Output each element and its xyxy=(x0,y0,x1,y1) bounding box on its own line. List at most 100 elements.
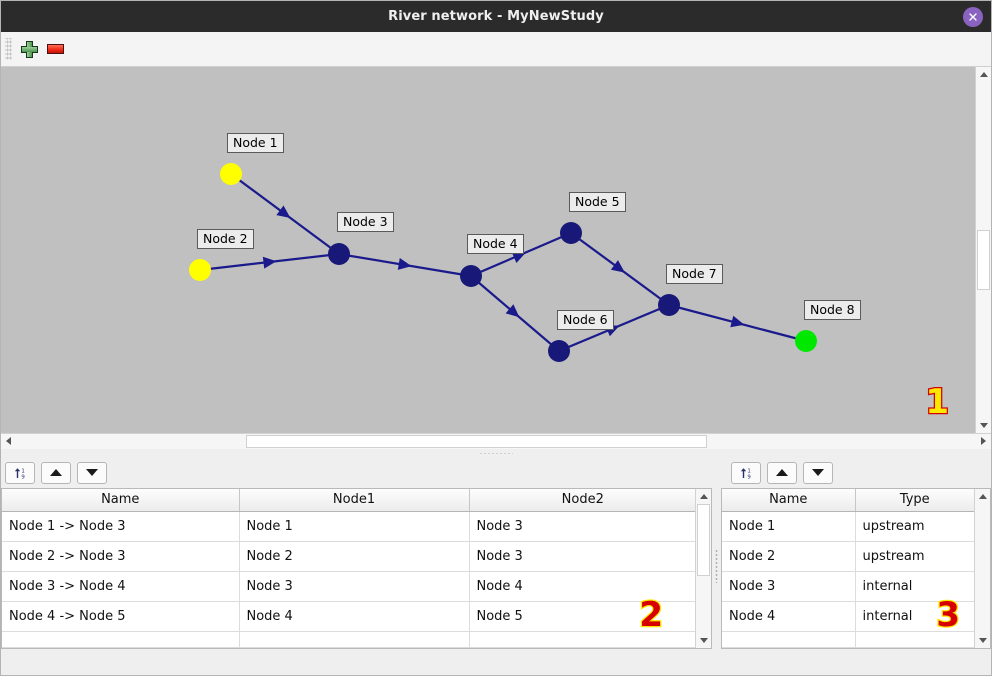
triangle-down-icon xyxy=(86,469,98,476)
toolbar-grip[interactable] xyxy=(5,38,12,60)
links-table-cell[interactable]: Node 4 xyxy=(469,571,695,602)
graph-vscroll-thumb[interactable] xyxy=(977,229,990,290)
nodes-table-cell[interactable]: upstream xyxy=(855,541,974,572)
horizontal-splitter[interactable] xyxy=(1,448,991,458)
links-move-down-button[interactable] xyxy=(77,461,107,484)
graph-node[interactable] xyxy=(220,163,242,185)
links-table-cell[interactable]: Node 4 xyxy=(239,601,470,632)
nodes-table-column-header[interactable]: Type xyxy=(855,488,974,512)
nodes-table-cell-empty[interactable] xyxy=(722,631,856,648)
nodes-table-cell-empty[interactable] xyxy=(855,631,974,648)
graph-node[interactable] xyxy=(460,265,482,287)
links-table-column-header[interactable]: Node2 xyxy=(469,488,695,512)
nodes-table-cell[interactable]: Node 4 xyxy=(722,601,856,632)
nodes-vertical-scrollbar[interactable] xyxy=(974,488,990,648)
links-sort-button[interactable]: 1 9 xyxy=(5,461,35,484)
graph-vertical-scrollbar[interactable] xyxy=(975,67,991,433)
links-table-cell[interactable]: Node 3 xyxy=(469,511,695,542)
graph-scroll-right-arrow[interactable] xyxy=(976,434,991,449)
nodes-move-up-button[interactable] xyxy=(767,461,797,484)
add-node-button[interactable] xyxy=(16,36,42,62)
graph-node-label[interactable]: Node 8 xyxy=(804,300,861,321)
links-table-cell[interactable]: Node 3 xyxy=(239,571,470,602)
nodes-table-cell[interactable]: internal xyxy=(855,571,974,602)
nodes-table-cell[interactable]: internal xyxy=(855,601,974,632)
links-table-cell[interactable]: Node 2 -> Node 3 xyxy=(2,541,240,572)
nodes-scroll-up-arrow[interactable] xyxy=(975,489,990,504)
links-table-column-header[interactable]: Node1 xyxy=(239,488,470,512)
nodes-table-cell[interactable]: Node 3 xyxy=(722,571,856,602)
graph-node-label[interactable]: Node 4 xyxy=(467,234,524,255)
links-table-cell[interactable]: Node 1 xyxy=(239,511,470,542)
graph-hscroll-track[interactable] xyxy=(16,434,976,449)
close-icon[interactable] xyxy=(963,6,983,27)
vertical-splitter[interactable] xyxy=(712,458,721,676)
links-table-cell[interactable]: Node 3 -> Node 4 xyxy=(2,571,240,602)
links-table-cell[interactable]: Node 4 -> Node 5 xyxy=(2,601,240,632)
graph-vscroll-track[interactable] xyxy=(976,82,991,418)
links-move-up-button[interactable] xyxy=(41,461,71,484)
nodes-table-cell[interactable]: upstream xyxy=(855,511,974,542)
nodes-vscroll-track[interactable] xyxy=(975,504,990,634)
graph-node[interactable] xyxy=(189,259,211,281)
links-table-cell-empty[interactable] xyxy=(2,631,240,648)
graph-node[interactable] xyxy=(548,340,570,362)
links-table-cell[interactable]: Node 3 xyxy=(469,541,695,572)
links-vscroll-track[interactable] xyxy=(696,503,711,634)
graph-scroll-up-arrow[interactable] xyxy=(976,67,991,82)
links-table-cell-empty[interactable] xyxy=(239,631,470,648)
table-row-partial[interactable] xyxy=(2,631,695,648)
links-panel-footer xyxy=(1,649,712,675)
graph-node-label[interactable]: Node 3 xyxy=(337,212,394,233)
delete-node-button[interactable] xyxy=(42,36,68,62)
links-table-cell-empty[interactable] xyxy=(469,631,695,648)
graph-node[interactable] xyxy=(658,294,680,316)
nodes-table-cell[interactable]: Node 2 xyxy=(722,541,856,572)
nodes-scroll-down-arrow[interactable] xyxy=(975,633,990,648)
links-vscroll-thumb[interactable] xyxy=(697,503,710,577)
links-table-cell[interactable]: Node 2 xyxy=(239,541,470,572)
graph-node-label[interactable]: Node 7 xyxy=(666,264,723,285)
graph-node[interactable] xyxy=(560,222,582,244)
triangle-left-icon xyxy=(6,437,11,445)
graph-node-label[interactable]: Node 2 xyxy=(197,229,254,250)
nodes-sort-button[interactable]: 1 9 xyxy=(731,461,761,484)
links-table-cell[interactable]: Node 5 xyxy=(469,601,695,632)
table-row-partial[interactable] xyxy=(722,631,974,648)
graph-horizontal-scrollbar[interactable] xyxy=(1,432,991,449)
nodes-move-down-button[interactable] xyxy=(803,461,833,484)
graph-scroll-down-arrow[interactable] xyxy=(976,418,991,433)
graph-scroll-left-arrow[interactable] xyxy=(1,434,16,449)
graph-node[interactable] xyxy=(795,330,817,352)
links-table-column-header[interactable]: Name xyxy=(2,488,240,512)
triangle-up-icon xyxy=(776,469,788,476)
graph-node-label[interactable]: Node 6 xyxy=(557,310,614,331)
nodes-table-cell[interactable]: Node 1 xyxy=(722,511,856,542)
graph-node-label[interactable]: Node 5 xyxy=(569,192,626,213)
graph-node[interactable] xyxy=(328,243,350,265)
graph-node-label[interactable]: Node 1 xyxy=(227,133,284,154)
nodes-table-column-header[interactable]: Name xyxy=(722,488,856,512)
graph-hscroll-thumb[interactable] xyxy=(246,434,708,448)
links-scroll-up-arrow[interactable] xyxy=(696,489,711,504)
links-vertical-scrollbar[interactable] xyxy=(695,488,711,648)
links-scroll-down-arrow[interactable] xyxy=(696,633,711,648)
links-table-cell[interactable]: Node 1 -> Node 3 xyxy=(2,511,240,542)
